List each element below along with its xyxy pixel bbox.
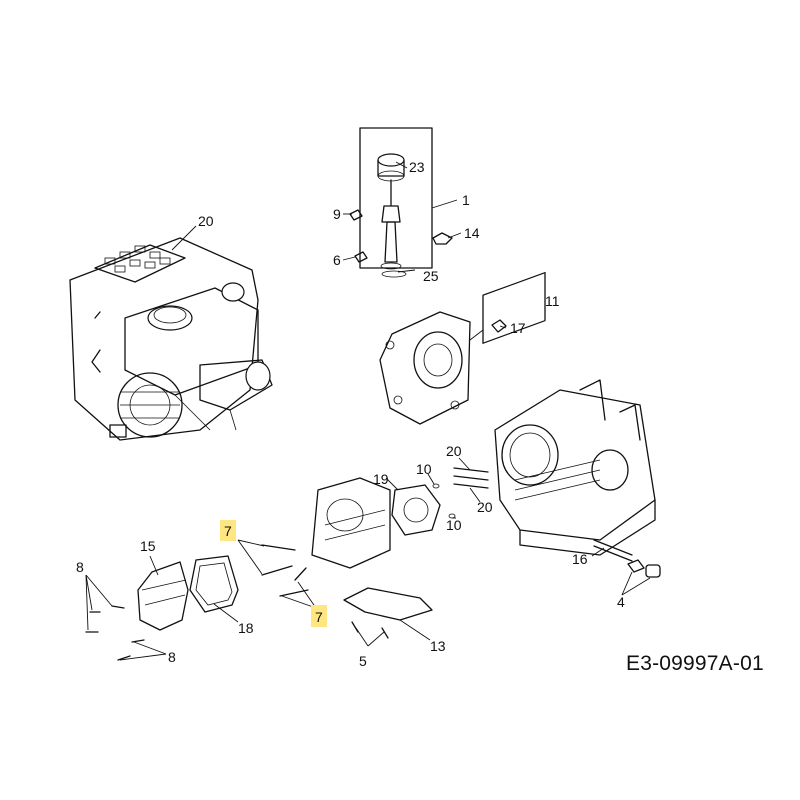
- callout-20-pushrod-bottom: 20: [477, 499, 493, 515]
- callout-20-pushrod-top: 20: [446, 443, 462, 459]
- callout-17: 17: [510, 320, 526, 336]
- callout-labels: 20 23 1 9 14 6 25 11 17 20 10 19 20 10 7…: [76, 159, 625, 669]
- callout-5: 5: [359, 653, 367, 669]
- callout-1: 1: [462, 192, 470, 208]
- callout-13: 13: [430, 638, 446, 654]
- callout-25: 25: [423, 268, 439, 284]
- dipstick-assembly-drawing: [349, 127, 453, 278]
- callout-4: 4: [617, 594, 625, 610]
- head-bolts-drawing: [261, 544, 309, 597]
- engine-assembly-drawing: [69, 237, 273, 441]
- callout-11: 11: [545, 293, 560, 309]
- highlight-7b: [311, 605, 327, 627]
- callout-8-lower: 8: [168, 649, 176, 665]
- callout-20-engine: 20: [198, 213, 214, 229]
- callout-18: 18: [238, 620, 254, 636]
- callout-7-lower: 7: [315, 609, 323, 625]
- callout-9: 9: [333, 206, 341, 222]
- air-guide-drawing: [343, 587, 433, 621]
- callout-23: 23: [409, 159, 425, 175]
- crankcase-cover-drawing: [379, 271, 546, 425]
- callout-10-top: 10: [416, 461, 432, 477]
- callout-14: 14: [464, 225, 480, 241]
- cylinder-head-drawing: [311, 477, 441, 569]
- callout-6: 6: [333, 252, 341, 268]
- pushrods-and-dowels-drawing: [432, 467, 489, 519]
- highlight-7a: [220, 520, 236, 541]
- screws-drawing: [85, 605, 389, 661]
- callout-16: 16: [572, 551, 588, 567]
- callout-8-upper: 8: [76, 559, 84, 575]
- valve-cover-drawing: [137, 555, 239, 631]
- diagram-code-label: E3-09997A-01: [626, 652, 764, 675]
- callout-19: 19: [373, 471, 389, 487]
- cylinder-block-drawing: [494, 379, 661, 578]
- callout-7-upper: 7: [224, 523, 232, 539]
- callout-15: 15: [140, 538, 156, 554]
- callout-10-bottom: 10: [446, 517, 462, 533]
- leader-lines: [85, 161, 651, 661]
